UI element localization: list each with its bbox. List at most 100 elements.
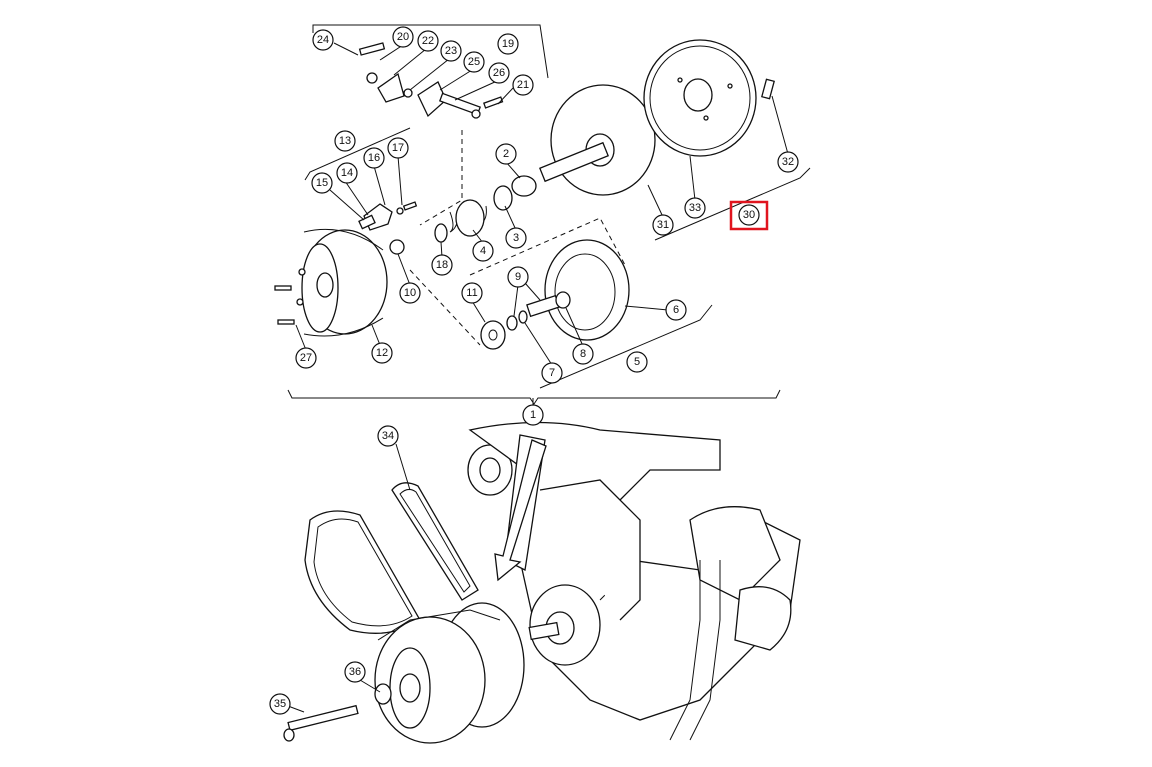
callout-number: 10 bbox=[404, 287, 416, 299]
callout-23: 23 bbox=[440, 40, 462, 62]
callout-15: 15 bbox=[311, 172, 333, 194]
callout-circle bbox=[738, 204, 760, 226]
callout-19: 19 bbox=[497, 33, 519, 55]
callout-number: 22 bbox=[422, 35, 434, 47]
clutch-cover bbox=[274, 228, 405, 337]
callout-3: 3 bbox=[505, 227, 527, 249]
callout-34: 34 bbox=[377, 425, 399, 447]
callout-33: 33 bbox=[684, 197, 706, 219]
callout-7: 7 bbox=[541, 362, 563, 384]
callout-number: 8 bbox=[580, 348, 586, 360]
callout-number: 3 bbox=[513, 232, 519, 244]
callout-26: 26 bbox=[488, 62, 510, 84]
outer-sheave-disc bbox=[643, 39, 775, 157]
callout-circle bbox=[488, 62, 510, 84]
callout-1: 1 bbox=[522, 404, 544, 426]
callout-circle bbox=[665, 299, 687, 321]
callout-12: 12 bbox=[371, 342, 393, 364]
callout-20: 20 bbox=[392, 26, 414, 48]
callout-circle bbox=[344, 661, 366, 683]
assembly-arrow bbox=[494, 439, 547, 582]
callout-number: 19 bbox=[502, 38, 514, 50]
callout-circle bbox=[505, 227, 527, 249]
callout-number: 9 bbox=[515, 271, 521, 283]
callout-22: 22 bbox=[417, 30, 439, 52]
callout-circle bbox=[626, 351, 648, 373]
callout-number: 1 bbox=[530, 409, 536, 421]
callout-circle bbox=[572, 343, 594, 365]
callout-circle bbox=[472, 240, 494, 262]
callout-circle bbox=[387, 137, 409, 159]
callout-circle bbox=[777, 151, 799, 173]
callout-number: 4 bbox=[480, 245, 486, 257]
callout-circle bbox=[652, 214, 674, 236]
callout-circle bbox=[495, 143, 517, 165]
highlight-box bbox=[729, 200, 769, 231]
callout-number: 5 bbox=[634, 356, 640, 368]
callout-number: 15 bbox=[316, 177, 328, 189]
callout-circle bbox=[461, 282, 483, 304]
callout-circle bbox=[334, 130, 356, 152]
weight-assembly bbox=[358, 201, 418, 231]
callout-circle bbox=[541, 362, 563, 384]
callout-number: 17 bbox=[392, 142, 404, 154]
callout-8: 8 bbox=[572, 343, 594, 365]
callout-number: 24 bbox=[317, 34, 329, 46]
callout-5: 5 bbox=[626, 351, 648, 373]
callout-number: 30 bbox=[743, 209, 755, 221]
callout-circle bbox=[512, 74, 534, 96]
movable-sheave bbox=[526, 239, 630, 341]
callout-circle bbox=[336, 162, 358, 184]
group-braces bbox=[287, 24, 811, 405]
callout-14: 14 bbox=[336, 162, 358, 184]
callout-number: 21 bbox=[517, 79, 529, 91]
callout-number: 25 bbox=[468, 56, 480, 68]
callout-30: 30 bbox=[738, 204, 760, 226]
callout-number: 13 bbox=[339, 135, 351, 147]
callout-13: 13 bbox=[334, 130, 356, 152]
callout-32: 32 bbox=[777, 151, 799, 173]
callout-number: 26 bbox=[493, 67, 505, 79]
callout-circle bbox=[417, 30, 439, 52]
callout-2: 2 bbox=[495, 143, 517, 165]
callout-circle bbox=[371, 342, 393, 364]
callout-circle bbox=[392, 26, 414, 48]
washers bbox=[480, 310, 528, 350]
callout-4: 4 bbox=[472, 240, 494, 262]
callout-11: 11 bbox=[461, 282, 483, 304]
callout-number: 12 bbox=[376, 347, 388, 359]
callout-number: 16 bbox=[368, 152, 380, 164]
callout-number: 33 bbox=[689, 202, 701, 214]
callout-circle bbox=[431, 254, 453, 276]
callout-35: 35 bbox=[269, 693, 291, 715]
installed-drive-clutch bbox=[283, 602, 525, 744]
callout-27: 27 bbox=[295, 347, 317, 369]
callout-circle bbox=[312, 29, 334, 51]
callout-circle bbox=[463, 51, 485, 73]
callout-circle bbox=[497, 33, 519, 55]
callout-circle bbox=[507, 266, 529, 288]
callout-circle bbox=[295, 347, 317, 369]
callout-number: 36 bbox=[349, 666, 361, 678]
callout-16: 16 bbox=[363, 147, 385, 169]
callout-circle bbox=[684, 197, 706, 219]
callout-circle bbox=[522, 404, 544, 426]
callout-number: 2 bbox=[503, 148, 509, 160]
callout-circle bbox=[363, 147, 385, 169]
fixed-sheave bbox=[539, 84, 656, 196]
callout-circle bbox=[269, 693, 291, 715]
callout-number: 20 bbox=[397, 31, 409, 43]
callout-number: 27 bbox=[300, 352, 312, 364]
callout-number: 11 bbox=[466, 287, 477, 299]
callout-circle bbox=[311, 172, 333, 194]
callout-number: 14 bbox=[341, 167, 353, 179]
callout-number: 7 bbox=[549, 367, 555, 379]
callout-6: 6 bbox=[665, 299, 687, 321]
callout-circle bbox=[399, 282, 421, 304]
callout-number: 31 bbox=[657, 219, 669, 231]
governor-linkage bbox=[358, 42, 504, 119]
callout-21: 21 bbox=[512, 74, 534, 96]
callout-number: 32 bbox=[782, 156, 794, 168]
